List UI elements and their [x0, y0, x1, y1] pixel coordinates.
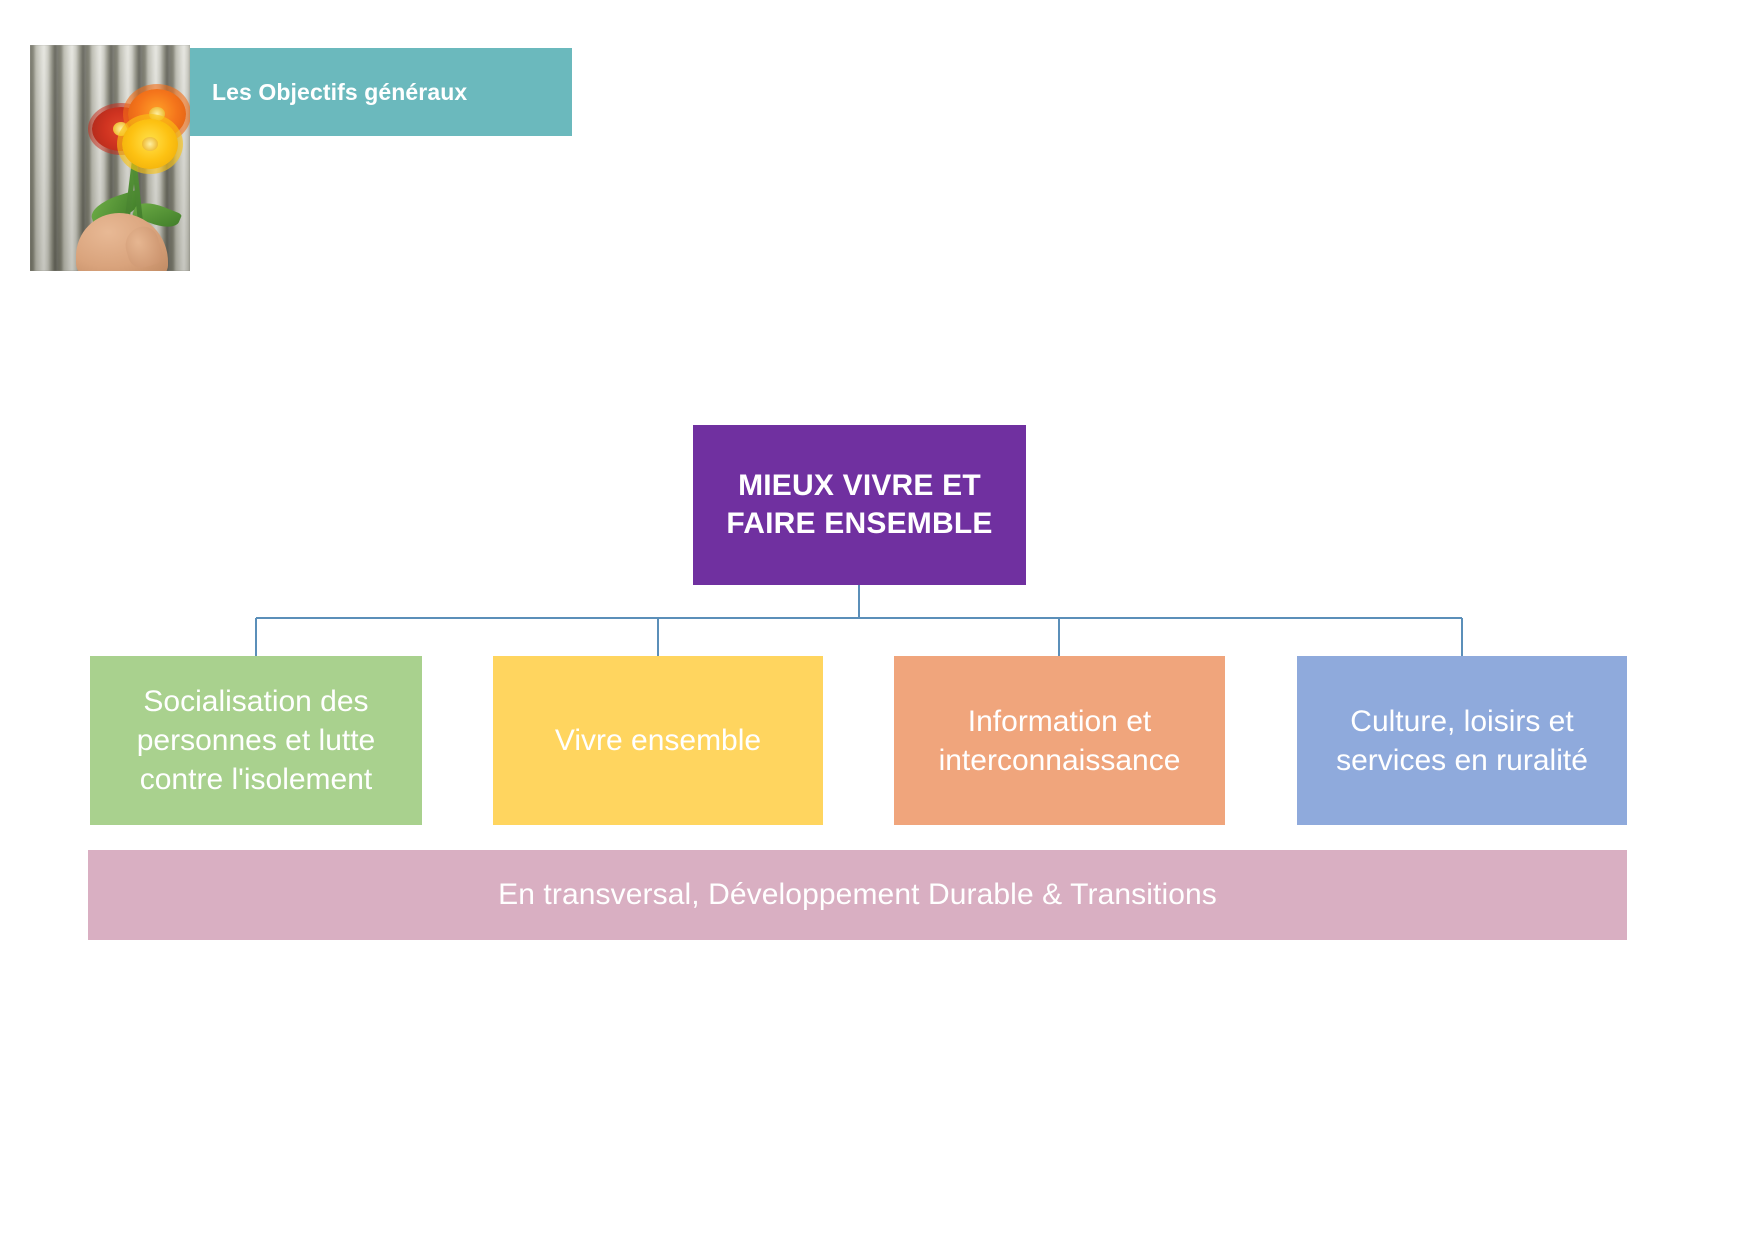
child-node-label: Vivre ensemble: [554, 724, 762, 757]
child-node-socialisation[interactable]: Socialisation des personnes et lutte con…: [90, 656, 422, 825]
child-node-label: Socialisation des personnes et lutte con…: [136, 685, 376, 796]
child-node-label: Information et interconnaissance: [938, 704, 1181, 777]
slide-title-banner: Les Objectifs généraux: [190, 48, 572, 136]
flower-core: [149, 107, 165, 121]
root-node-label: MIEUX VIVRE ET FAIRE ENSEMBLE: [726, 469, 993, 540]
header-photo: [30, 45, 190, 271]
transversal-band[interactable]: En transversal, Développement Durable & …: [88, 850, 1627, 940]
transversal-band-label: En transversal, Développement Durable & …: [498, 878, 1217, 911]
yellow-flower: [122, 119, 178, 169]
flower-core: [142, 137, 158, 151]
slide-title: Les Objectifs généraux: [212, 78, 468, 105]
child-node-culture-loisirs[interactable]: Culture, loisirs et services en ruralité: [1297, 656, 1627, 825]
child-node-vivre-ensemble[interactable]: Vivre ensemble: [493, 656, 823, 825]
child-node-information[interactable]: Information et interconnaissance: [894, 656, 1225, 825]
root-node[interactable]: MIEUX VIVRE ET FAIRE ENSEMBLE: [693, 425, 1026, 585]
child-node-label: Culture, loisirs et services en ruralité: [1336, 704, 1588, 777]
